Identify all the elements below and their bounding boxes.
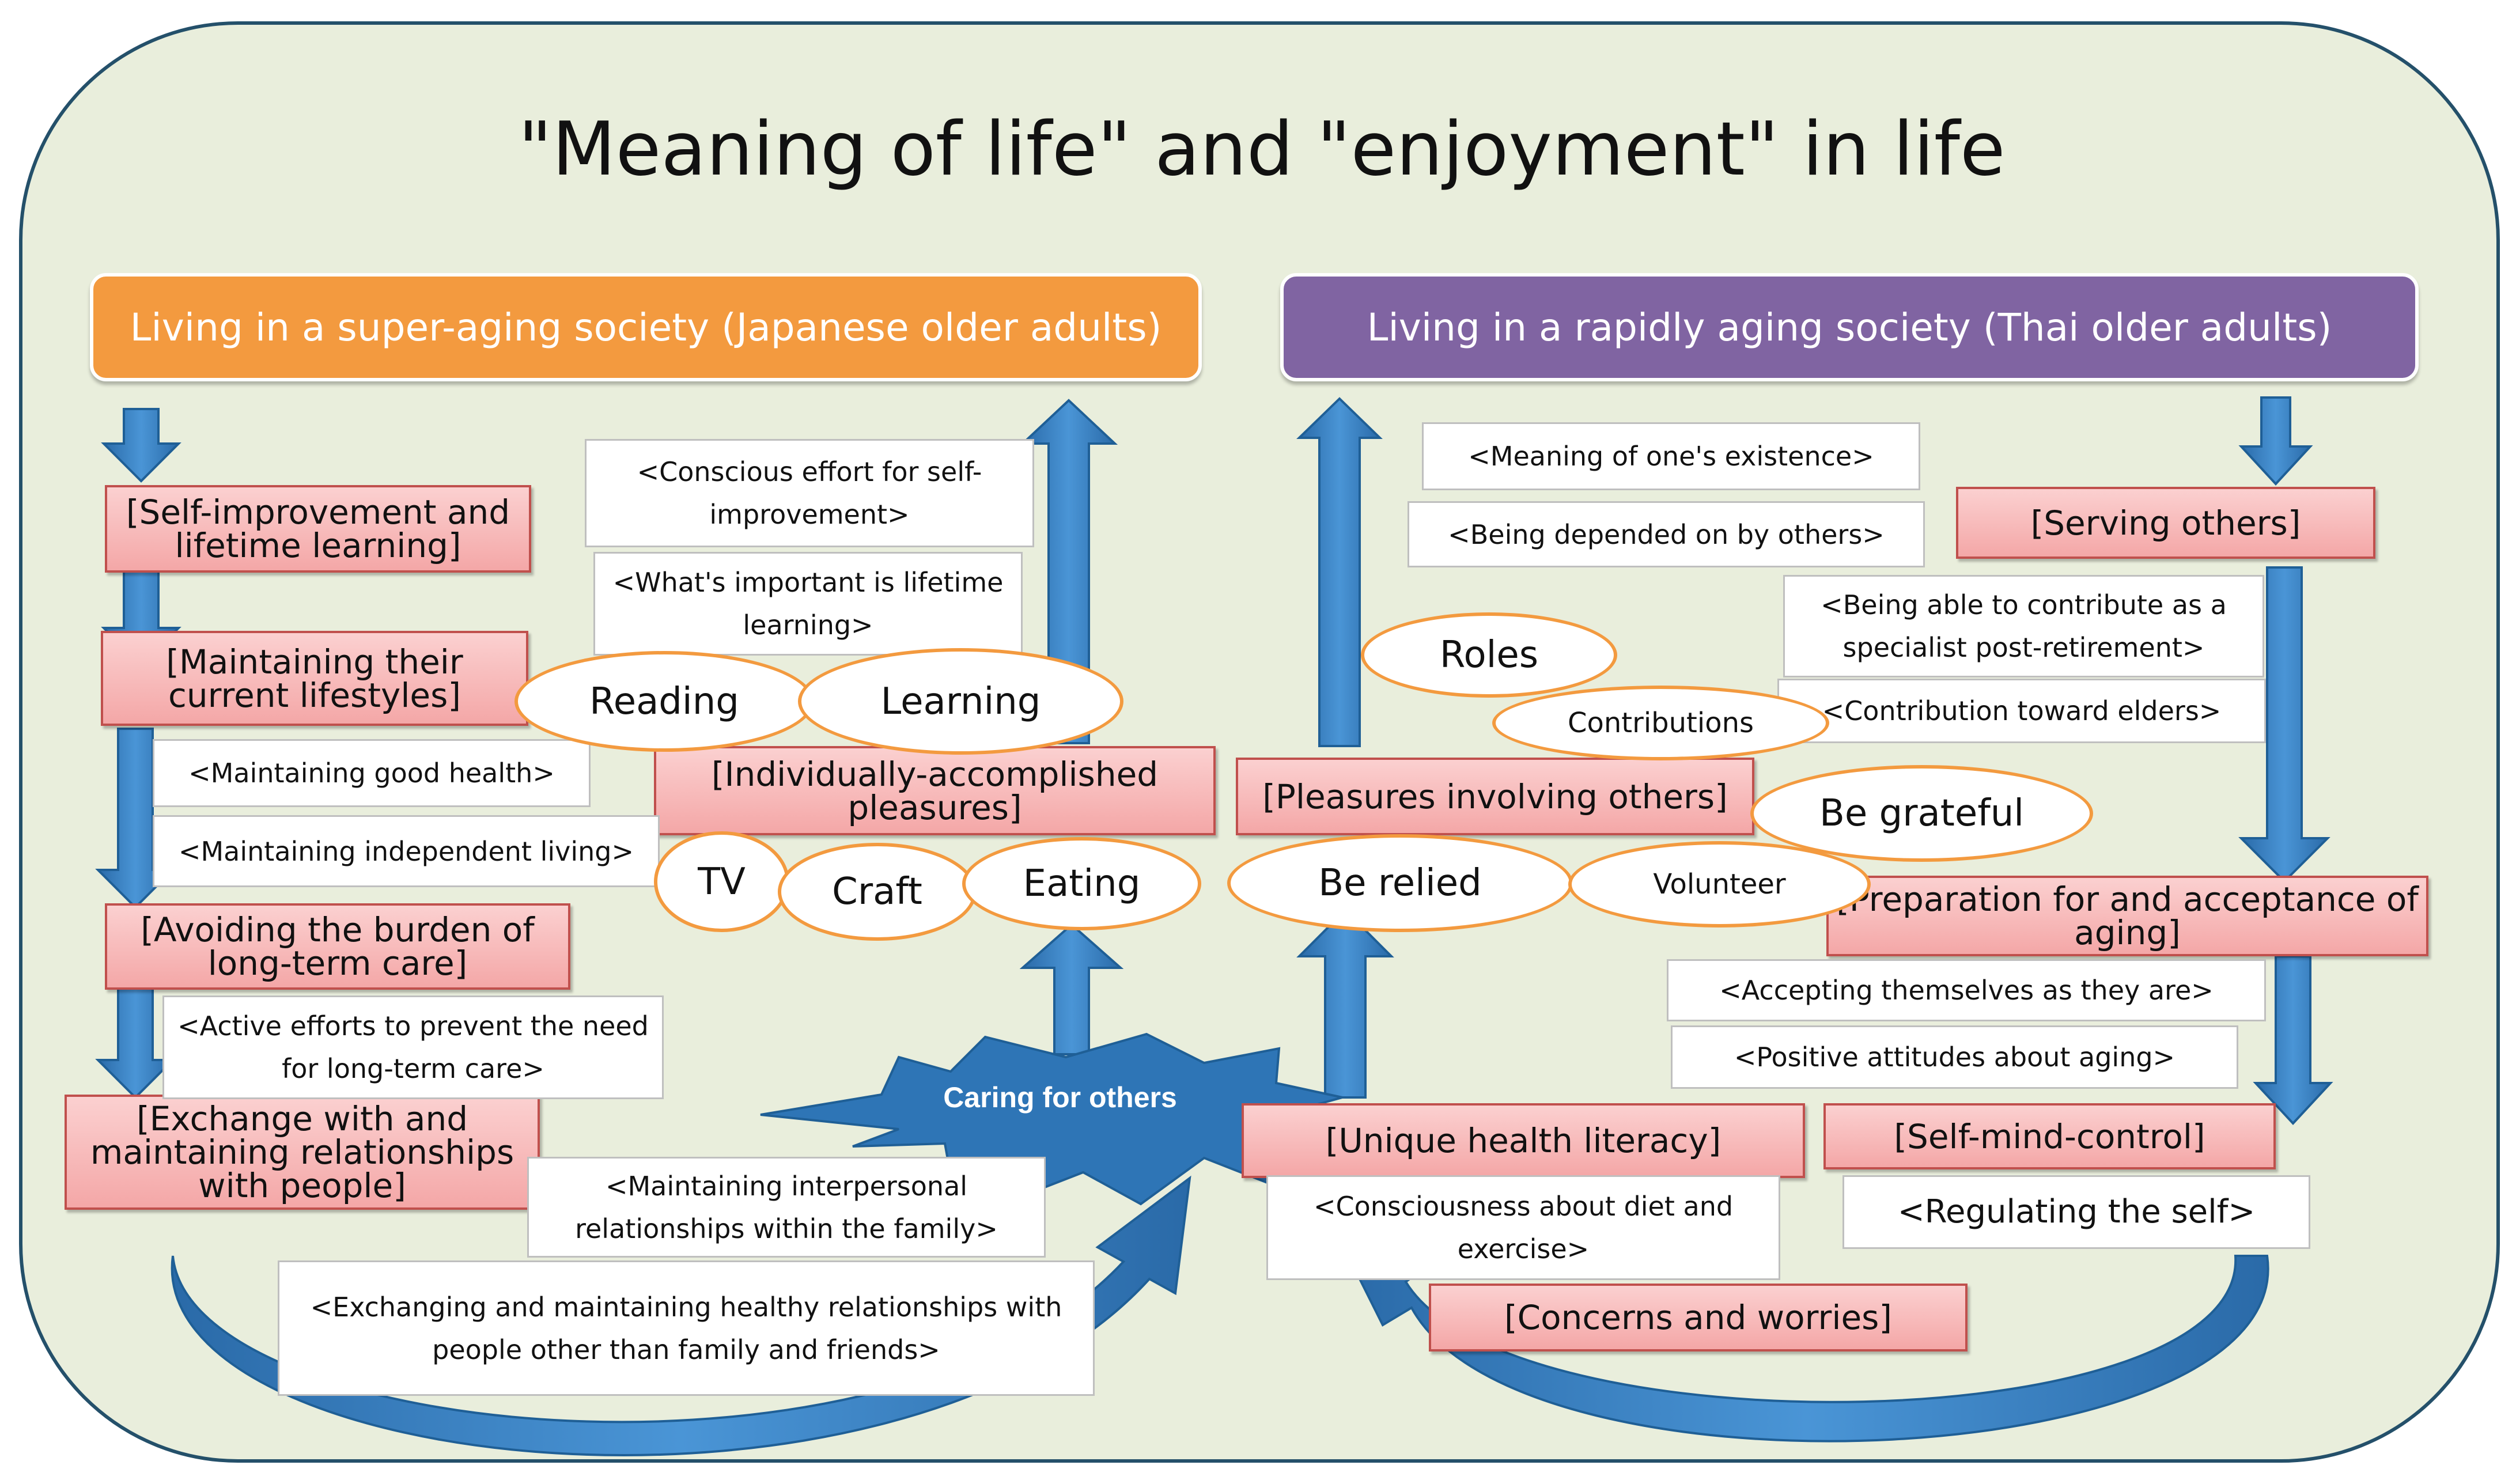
activity-learning: Learning [798,648,1123,755]
subcategory-good-health: <Maintaining good health> [153,739,591,807]
category-preparation-aging: [Preparation for and acceptance of aging… [1826,876,2428,956]
category-pleasures-involving-others: [Pleasures involving others] [1236,758,1754,835]
activity-eating: Eating [962,837,1201,930]
arrow-up-icon [1296,908,1394,1099]
activity-contributions: Contributions [1492,686,1829,760]
subcategory-regulating-self: <Regulating the self> [1842,1175,2310,1249]
subcategory-contribution-elders: <Contribution toward elders> [1777,679,2266,743]
category-serving-others: [Serving others] [1956,487,2375,559]
category-concerns-worries: [Concerns and worries] [1429,1284,1968,1352]
category-maintaining-lifestyles: [Maintaining their current lifestyles] [101,631,528,726]
category-self-mind-control: [Self-mind-control] [1823,1103,2276,1169]
subcategory-accepting-themselves: <Accepting themselves as they are> [1667,959,2266,1021]
arrow-up-icon [1296,397,1383,747]
japan-header: Living in a super-aging society (Japanes… [90,273,1202,381]
subcategory-conscious-effort: <Conscious effort for self-improvement> [585,439,1034,547]
activity-reading: Reading [514,651,814,752]
arrow-up-icon [1019,923,1124,1055]
activity-roles: Roles [1361,612,1617,698]
category-individual-pleasures: [Individually-accomplished pleasures] [654,746,1216,835]
subcategory-meaning-existence: <Meaning of one's existence> [1422,422,1920,490]
arrow-down-icon [95,981,176,1099]
category-health-literacy: [Unique health literacy] [1242,1103,1805,1178]
subcategory-other-relationships: <Exchanging and maintaining healthy rela… [278,1260,1095,1396]
activity-craft: Craft [778,843,977,941]
activity-tv: TV [654,831,789,932]
activity-be-relied: Be relied [1227,834,1573,932]
subcategory-independent-living: <Maintaining independent living> [153,815,660,887]
subcategory-diet-exercise: <Consciousness about diet and exercise> [1266,1175,1780,1280]
activity-volunteer: Volunteer [1568,841,1871,928]
subcategory-family-relationships: <Maintaining interpersonal relationships… [527,1157,1046,1258]
category-self-improvement: [Self-improvement and lifetime learning] [105,485,531,573]
arrow-down-icon [2238,396,2313,486]
arrow-down-icon [2238,566,2330,883]
diagram-title: "Meaning of life" and "enjoyment" in lif… [518,107,2006,192]
activity-be-grateful: Be grateful [1750,765,2093,862]
subcategory-specialist-contribution: <Being able to contribute as a specialis… [1783,575,2264,677]
subcategory-depended-on: <Being depended on by others> [1408,501,1925,567]
caring-for-others-label: Caring for others [943,1081,1177,1114]
curved-arrow-right-icon [1343,1248,2269,1443]
subcategory-positive-attitudes: <Positive attitudes about aging> [1671,1025,2238,1089]
subcategory-prevent-care: <Active efforts to prevent the need for … [162,995,664,1099]
subcategory-lifetime-learning: <What's important is lifetime learning> [593,552,1023,656]
category-exchange-relationships: [Exchange with and maintaining relations… [65,1095,540,1210]
thai-header: Living in a rapidly aging society (Thai … [1280,273,2419,381]
category-avoiding-burden: [Avoiding the burden of long-term care] [105,903,570,990]
arrow-down-icon [2253,955,2333,1125]
arrow-down-icon [101,408,181,483]
